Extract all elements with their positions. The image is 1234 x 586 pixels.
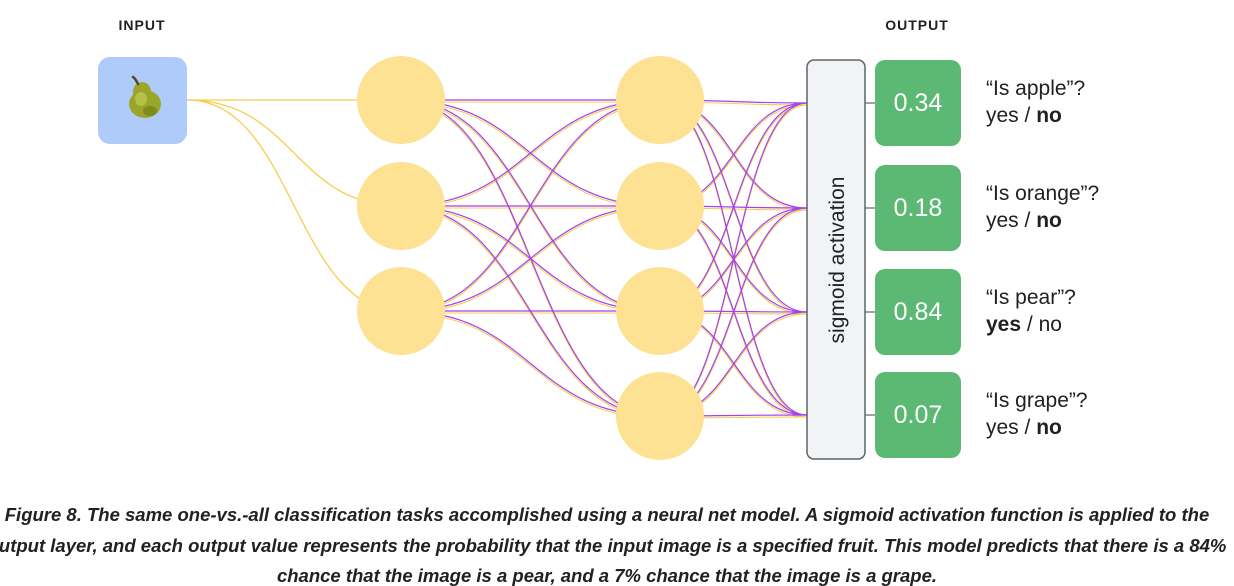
hidden-neuron-l2-3 xyxy=(616,267,704,355)
edges-purple xyxy=(400,99,808,417)
answer-separator: / xyxy=(1019,209,1037,232)
edge-p-l2-act-3-0 xyxy=(659,102,808,417)
answer-no: no xyxy=(1036,104,1062,127)
sigmoid-activation-box: sigmoid activation xyxy=(806,59,866,460)
output-answer: yes / no xyxy=(986,313,1062,336)
answer-yes: yes xyxy=(986,209,1019,232)
output-question: “Is grape”? xyxy=(986,389,1088,412)
hidden-neuron-l2-4 xyxy=(616,372,704,460)
output-question: “Is apple”? xyxy=(986,77,1085,100)
answer-separator: / xyxy=(1019,104,1037,127)
answer-separator: / xyxy=(1019,416,1037,439)
answer-no: no xyxy=(1036,209,1062,232)
edge-p-l1-l2-2-3 xyxy=(400,310,661,417)
output-value: 0.07 xyxy=(894,401,943,429)
answer-no: no xyxy=(1039,313,1062,336)
hidden-neuron-l1-3 xyxy=(357,267,445,355)
output-value: 0.34 xyxy=(894,89,943,117)
output-node-3: 0.84 “Is pear”? yes / no xyxy=(865,269,1076,355)
output-value-box xyxy=(875,60,961,146)
caption-line-3: chance that the image is a pear, and a 7… xyxy=(276,565,938,586)
output-question: “Is orange”? xyxy=(986,182,1099,205)
output-answer: yes / no xyxy=(986,209,1062,232)
output-value: 0.84 xyxy=(894,298,943,326)
output-answer: yes / no xyxy=(986,416,1062,439)
edge-y-l1-l2-1-0 xyxy=(400,101,661,209)
input-node xyxy=(98,57,187,144)
hidden-neuron-l1-1 xyxy=(357,56,445,144)
edge-p-l1-l2-2-1 xyxy=(400,205,661,312)
hidden-neurons xyxy=(357,56,704,460)
output-answer: yes / no xyxy=(986,104,1062,127)
hidden-neuron-l1-2 xyxy=(357,162,445,250)
output-node-2: 0.18 “Is orange”? yes / no xyxy=(865,165,1099,251)
figure-caption: Figure 8. The same one-vs.-all classific… xyxy=(0,500,1234,586)
hidden-neuron-l2-1 xyxy=(616,56,704,144)
answer-yes: yes xyxy=(986,104,1019,127)
output-value-box xyxy=(875,165,961,251)
edge-y-l1-l2-2-1 xyxy=(400,207,661,314)
input-label: INPUT xyxy=(119,17,166,33)
sigmoid-activation-label: sigmoid activation xyxy=(826,177,849,344)
edge-y-l1-l2-2-3 xyxy=(400,312,661,419)
hidden-neuron-l2-2 xyxy=(616,162,704,250)
output-question: “Is pear”? xyxy=(986,286,1076,309)
edge-y-l1-l2-2-0 xyxy=(400,101,661,314)
caption-line-1: Figure 8. The same one-vs.-all classific… xyxy=(4,504,1210,525)
caption-line-2: output layer, and each output value repr… xyxy=(0,534,1227,556)
pear-icon xyxy=(129,75,161,118)
edge-p-l1-l2-2-0 xyxy=(400,99,661,312)
output-value-box xyxy=(875,372,961,458)
output-value-box xyxy=(875,269,961,355)
answer-no: no xyxy=(1036,416,1062,439)
output-layer: 0.34 “Is apple”? yes / no 0.18 “Is orange”? y… xyxy=(865,60,1099,458)
output-node-1: 0.34 “Is apple”? yes / no xyxy=(865,60,1085,146)
answer-separator: / xyxy=(1021,313,1039,336)
output-node-4: 0.07 “Is grape”? yes / no xyxy=(865,372,1088,458)
answer-yes: yes xyxy=(986,313,1021,336)
answer-yes: yes xyxy=(986,416,1019,439)
edge-p-l1-l2-1-0 xyxy=(400,99,661,207)
output-value: 0.18 xyxy=(894,194,943,222)
neural-net-diagram: INPUT OUTPUT sigmoid activation 0.34 “Is … xyxy=(98,17,1099,460)
output-label: OUTPUT xyxy=(885,17,949,33)
